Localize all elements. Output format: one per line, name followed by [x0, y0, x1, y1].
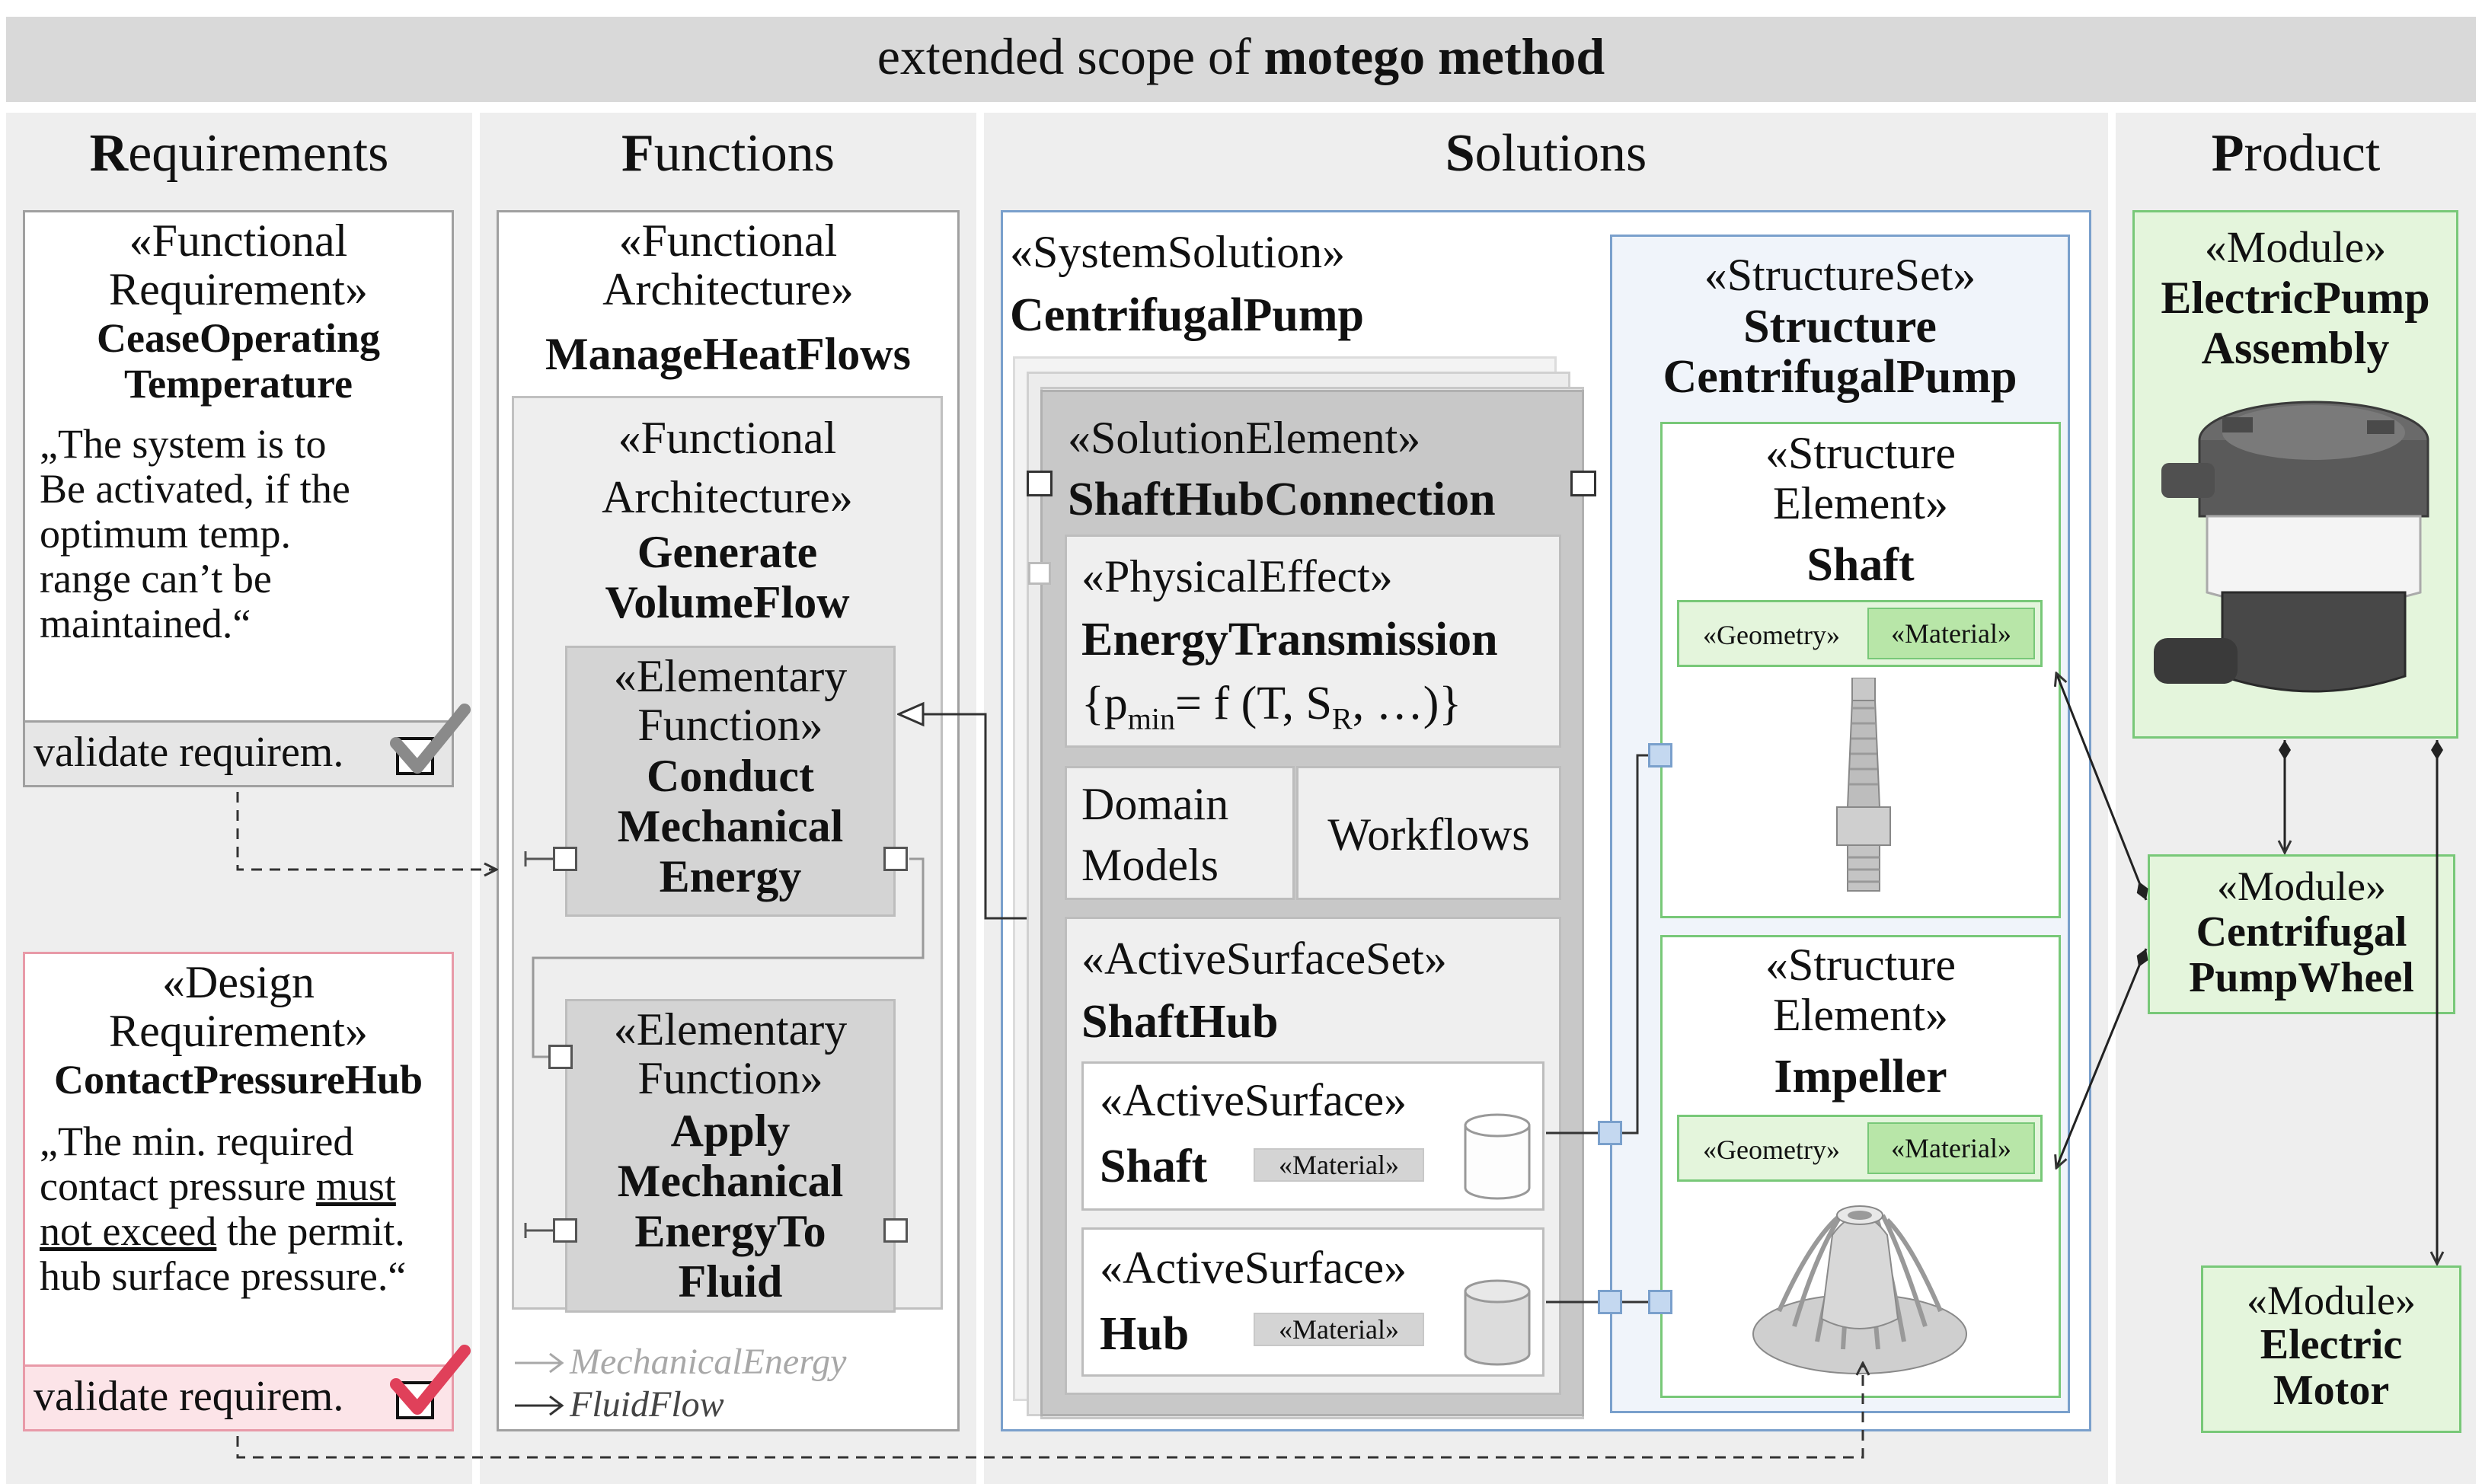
functional-architecture-outer-stereotype: «Functional Architecture» [602, 215, 854, 314]
legend-fluid-flow: FluidFlow [570, 1384, 724, 1425]
module-motor-name: Electric Motor [2260, 1321, 2403, 1414]
module-motor-stereotype: «Module» [2247, 1278, 2416, 1323]
geometry-tag-shaft[interactable]: «Geometry» [1683, 609, 1860, 661]
solutions-heading: Solutions [1445, 124, 1647, 183]
structure-element-shaft-name: Shaft [1806, 539, 1915, 591]
physical-effect-stereotype: «PhysicalEffect» [1081, 551, 1393, 602]
port-set-shaft[interactable] [1598, 1121, 1622, 1145]
design-requirement-stereotype: «Design Requirement» [109, 957, 368, 1056]
functional-architecture-outer-name: ManageHeatFlows [545, 329, 911, 379]
structure-set-name: Structure CentrifugalPump [1663, 301, 2017, 403]
active-surface-hub-name: Hub [1100, 1308, 1190, 1360]
port-apply-in[interactable] [553, 1218, 577, 1243]
port-structure-shaft[interactable] [1648, 743, 1672, 768]
validate-requirement-label-2: validate requirem. [34, 1373, 344, 1420]
port-physical-effect[interactable] [1028, 562, 1051, 585]
active-surface-hub-stereotype: «ActiveSurface» [1100, 1243, 1407, 1293]
header-title-prefix: extended scope of [877, 27, 1264, 85]
design-requirement-text: „The min. required contact pressure must… [40, 1119, 407, 1299]
module-assembly-name: ElectricPump Assembly [2161, 273, 2430, 373]
structure-element-shaft-stereotype: «Structure Element» [1765, 428, 1956, 528]
check-mark-red-icon [390, 1345, 471, 1415]
design-requirement-box[interactable] [23, 952, 454, 1431]
functional-architecture-inner-name: Generate VolumeFlow [605, 527, 850, 627]
functional-requirement-name: CeaseOperating Temperature [97, 315, 380, 407]
module-pumpwheel-stereotype: «Module» [2217, 863, 2386, 909]
port-apply-in-top[interactable] [548, 1045, 573, 1069]
system-solution-stereotype: «SystemSolution» [1010, 227, 1346, 277]
solution-element-name: ShaftHubConnection [1068, 474, 1496, 525]
impeller-part-image [1752, 1205, 1967, 1374]
system-solution-name: CentrifugalPump [1010, 289, 1364, 341]
shaft-part-image [1836, 678, 1891, 892]
legend-mechanical-energy: MechanicalEnergy [570, 1342, 847, 1382]
workflows-label: Workflows [1327, 809, 1530, 860]
domain-models-label: Domain Models [1081, 779, 1229, 890]
active-surface-set-stereotype: «ActiveSurfaceSet» [1081, 933, 1447, 984]
design-requirement-name: ContactPressureHub [54, 1057, 423, 1103]
structure-element-impeller-stereotype: «Structure Element» [1765, 940, 1956, 1040]
port-conduct-in[interactable] [553, 847, 577, 871]
functional-architecture-inner-stereotype: «Functional Architecture» [602, 413, 853, 522]
module-centrifugal-pumpwheel[interactable] [2148, 854, 2455, 1014]
elementary-function-apply-name: Apply Mechanical EnergyTo Fluid [617, 1106, 844, 1307]
module-assembly-stereotype: «Module» [2204, 222, 2387, 272]
check-mark-gray-icon [390, 704, 471, 774]
active-surface-set-name: ShaftHub [1081, 996, 1279, 1048]
functional-requirement-text: „The system is to Be activated, if the o… [40, 421, 350, 646]
port-solution-right[interactable] [1570, 471, 1596, 496]
workflows-box[interactable] [1296, 766, 1561, 900]
active-surface-shaft-stereotype: «ActiveSurface» [1100, 1075, 1407, 1125]
port-apply-out[interactable] [883, 1218, 908, 1243]
pump-assembly-image [2154, 401, 2429, 693]
port-solution-left[interactable] [1027, 471, 1053, 496]
module-electric-motor[interactable] [2201, 1265, 2461, 1433]
port-set-hub[interactable] [1598, 1290, 1622, 1314]
cylinder-icon-shaft [1464, 1113, 1531, 1200]
domain-models-box[interactable] [1065, 766, 1295, 900]
physical-effect-box[interactable] [1065, 535, 1561, 748]
validate-requirement-row-1[interactable] [23, 720, 454, 787]
material-tag-impeller-structure[interactable]: «Material» [1867, 1122, 2035, 1174]
active-surface-shaft-name: Shaft [1100, 1141, 1208, 1192]
header-title: extended scope of motego method [6, 26, 2476, 87]
requirements-heading: Requirements [89, 124, 389, 183]
port-structure-impeller[interactable] [1648, 1290, 1672, 1314]
module-pumpwheel-name: Centrifugal PumpWheel [2189, 908, 2414, 1001]
validate-requirement-label-1: validate requirem. [34, 729, 344, 776]
physical-effect-name: EnergyTransmission [1081, 614, 1498, 665]
structure-set-stereotype: «StructureSet» [1704, 250, 1976, 300]
material-tag-hub[interactable]: «Material» [1254, 1313, 1424, 1346]
port-conduct-out[interactable] [883, 847, 908, 871]
physical-effect-formula: {pmin= f (T, SR, …)} [1081, 678, 1462, 736]
cylinder-icon-hub [1464, 1279, 1531, 1366]
functional-requirement-box[interactable] [23, 210, 454, 787]
material-tag-shaft[interactable]: «Material» [1254, 1148, 1424, 1182]
product-heading: Product [2211, 124, 2381, 183]
functional-requirement-stereotype: «Functional Requirement» [109, 215, 368, 314]
elementary-function-apply-stereotype: «Elementary Function» [613, 1004, 848, 1103]
material-tag-shaft-structure[interactable]: «Material» [1867, 608, 2035, 659]
elementary-function-conduct-name: Conduct Mechanical Energy [617, 751, 844, 902]
structure-element-impeller-name: Impeller [1774, 1051, 1947, 1103]
elementary-function-conduct-stereotype: «Elementary Function» [613, 651, 848, 750]
geometry-tag-impeller[interactable]: «Geometry» [1683, 1124, 1860, 1176]
functions-heading: Functions [621, 124, 835, 183]
header-title-bold: motego method [1263, 27, 1605, 85]
solution-element-stereotype: «SolutionElement» [1068, 413, 1421, 463]
header-bar [6, 17, 2476, 102]
